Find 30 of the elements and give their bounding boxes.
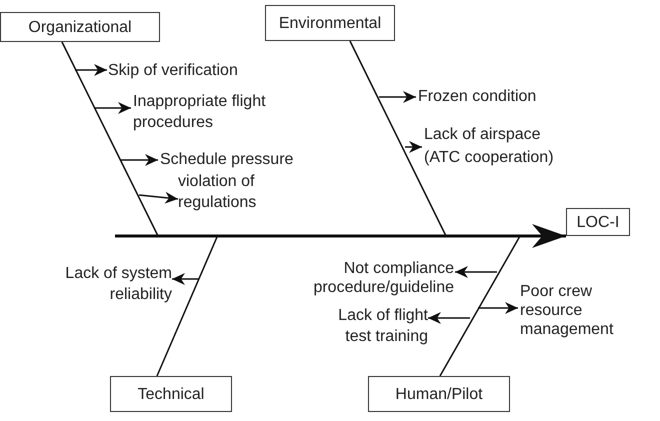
cause-label: Schedule pressure (160, 149, 360, 171)
arrow (428, 312, 470, 324)
cause-label: Not compliance procedure/guideline (278, 259, 454, 297)
bone-line (439, 236, 521, 376)
arrow (75, 64, 107, 76)
cause-label: Skip of verification (108, 60, 308, 82)
bone-line (156, 236, 218, 376)
cause-label: Lack of flight test training (308, 305, 428, 347)
arrow (478, 302, 518, 314)
category-box: Organizational (0, 12, 160, 42)
arrow (138, 192, 178, 204)
arrow (94, 102, 131, 114)
spine-arrow (115, 224, 566, 248)
arrow (121, 154, 158, 166)
cause-label: Lack of system reliability (6, 263, 172, 305)
cause-label: Frozen condition (418, 86, 598, 108)
effect-box: LOC-I (566, 208, 630, 236)
category-box: Technical (110, 376, 232, 412)
arrow (455, 266, 497, 278)
cause-label: Inappropriate flight procedures (133, 91, 323, 133)
bone-line (349, 40, 447, 236)
category-box: Human/Pilot (368, 376, 510, 412)
cause-label: Lack of airspace (ATC cooperation) (424, 123, 566, 169)
bone-line (61, 42, 159, 236)
cause-label: violation of regulations (178, 171, 273, 213)
arrow (405, 141, 422, 153)
arrow (379, 91, 416, 103)
category-box: Environmental (265, 5, 395, 41)
arrow (172, 273, 199, 285)
cause-label: Poor crew resource management (520, 282, 642, 344)
